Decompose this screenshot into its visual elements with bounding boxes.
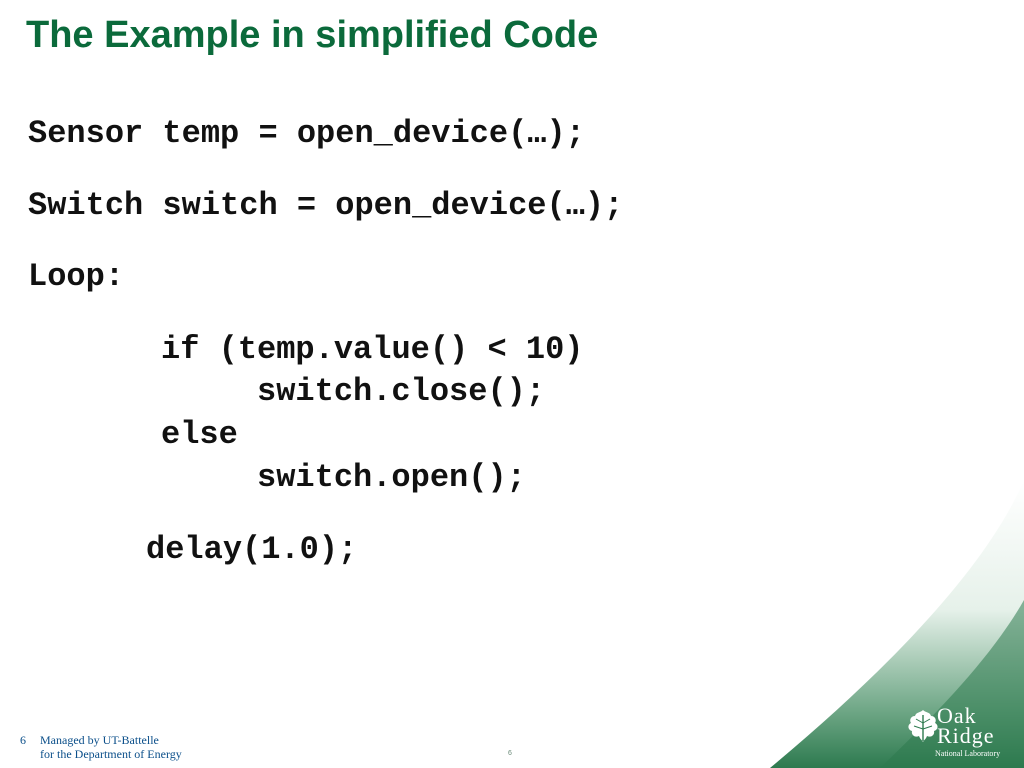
code-line-loop: Loop: <box>28 258 125 295</box>
code-line-sensor: Sensor temp = open_device(…); <box>28 115 585 152</box>
footer-page-number: 6 <box>20 733 26 747</box>
code-line-delay: delay(1.0); <box>146 531 358 568</box>
oak-leaf-icon <box>908 710 938 742</box>
code-line-if: if (temp.value() < 10) <box>161 331 584 368</box>
slide-title: The Example in simplified Code <box>26 14 599 56</box>
ornl-logo: Oak Ridge National Laboratory <box>905 705 1020 763</box>
footer-managed-by: Managed by UT-Battelle for the Departmen… <box>40 733 182 761</box>
code-line-open: switch.open(); <box>257 459 526 496</box>
logo-subtitle: National Laboratory <box>935 749 1001 758</box>
logo-word-ridge: Ridge <box>937 723 995 748</box>
logo-word-oak: Oak <box>937 703 977 728</box>
code-line-else: else <box>161 416 238 453</box>
footer-managed-line2: for the Department of Energy <box>40 747 182 761</box>
code-line-switch: Switch switch = open_device(…); <box>28 187 624 224</box>
code-line-close: switch.close(); <box>257 373 546 410</box>
center-page-number: 6 <box>508 750 512 757</box>
footer-managed-line1: Managed by UT-Battelle <box>40 733 159 747</box>
